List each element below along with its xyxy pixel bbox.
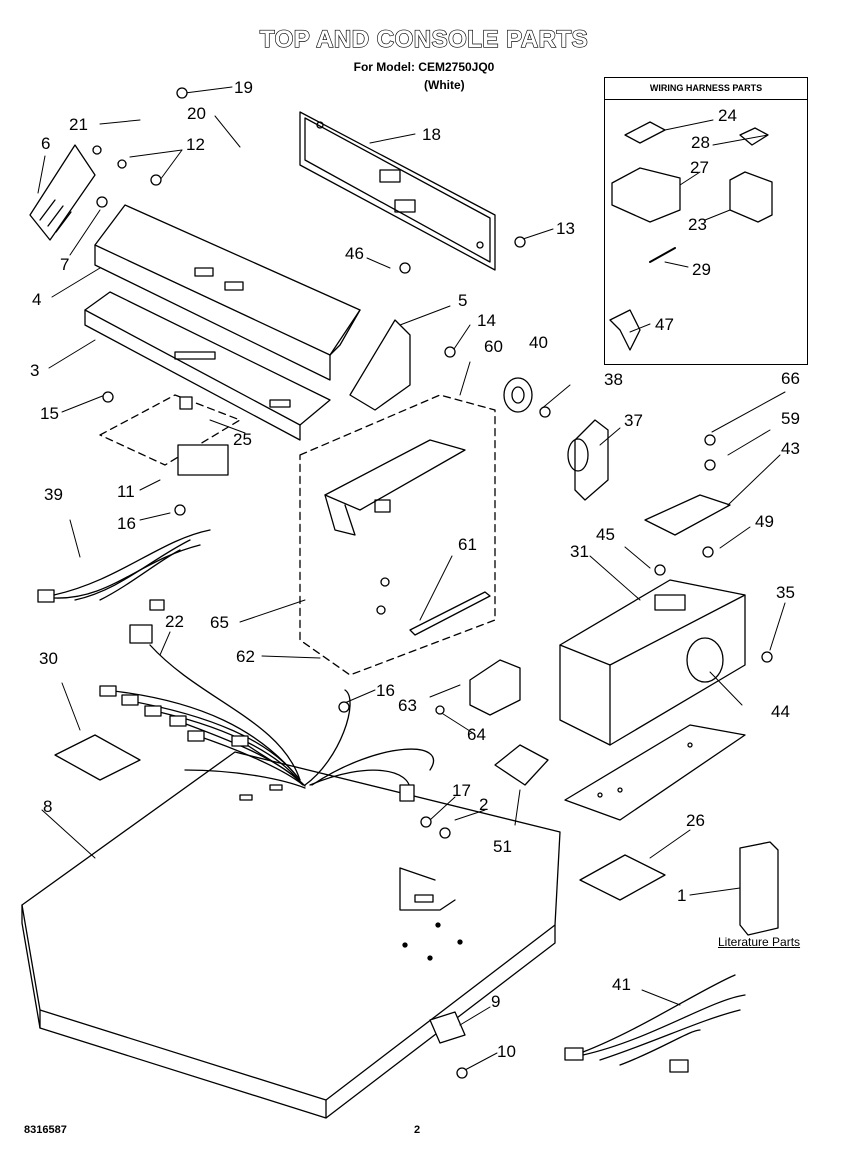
top-cover bbox=[21, 751, 561, 1119]
wiring-harness-title: WIRING HARNESS PARTS bbox=[605, 78, 807, 100]
callout-59: 59 bbox=[781, 409, 800, 428]
callout-6: 6 bbox=[41, 134, 51, 153]
callout-22: 22 bbox=[165, 612, 184, 631]
callout-10: 10 bbox=[497, 1042, 516, 1061]
callout-16-lower: 16 bbox=[376, 681, 395, 700]
fasteners bbox=[92, 87, 773, 1079]
end-cap-left bbox=[29, 144, 96, 241]
callout-7: 7 bbox=[60, 255, 70, 274]
callout-30: 30 bbox=[39, 649, 58, 668]
callout-25: 25 bbox=[233, 430, 252, 449]
callout-45: 45 bbox=[596, 525, 615, 544]
callout-1: 1 bbox=[677, 886, 687, 905]
end-cap-right bbox=[349, 319, 411, 411]
bracket-43 bbox=[644, 494, 731, 536]
callout-64: 64 bbox=[467, 725, 486, 744]
callout-60: 60 bbox=[484, 337, 503, 356]
callout-12: 12 bbox=[186, 135, 205, 154]
leader-lines bbox=[37, 86, 786, 1071]
callout-29: 29 bbox=[692, 260, 711, 279]
callout-31: 31 bbox=[570, 542, 589, 561]
console-cabinet bbox=[559, 579, 746, 746]
callout-44: 44 bbox=[771, 702, 790, 721]
callout-40: 40 bbox=[529, 333, 548, 352]
console-front-panel bbox=[94, 204, 361, 381]
color-note: (White) bbox=[424, 78, 465, 92]
callout-15: 15 bbox=[40, 404, 59, 423]
page-title: TOP AND CONSOLE PARTS bbox=[259, 25, 589, 53]
callout-24: 24 bbox=[718, 106, 737, 125]
pad-26 bbox=[579, 854, 666, 901]
callout-21: 21 bbox=[69, 115, 88, 134]
bracket-9 bbox=[429, 1011, 466, 1044]
callout-43: 43 bbox=[781, 439, 800, 458]
console-base bbox=[84, 291, 331, 441]
callout-20: 20 bbox=[187, 104, 206, 123]
callout-49: 49 bbox=[755, 512, 774, 531]
callout-23: 23 bbox=[688, 215, 707, 234]
callout-35: 35 bbox=[776, 583, 795, 602]
document-number: 8316587 bbox=[24, 1124, 67, 1136]
callout-17: 17 bbox=[452, 781, 471, 800]
callout-3: 3 bbox=[30, 361, 40, 380]
callout-38: 38 bbox=[604, 370, 623, 389]
callout-65: 65 bbox=[210, 613, 229, 632]
callout-13: 13 bbox=[556, 219, 575, 238]
callout-18: 18 bbox=[422, 125, 441, 144]
callout-41: 41 bbox=[612, 975, 631, 994]
callout-63: 63 bbox=[398, 696, 417, 715]
timer-motor bbox=[567, 419, 609, 501]
callout-2: 2 bbox=[479, 795, 489, 814]
literature-booklet bbox=[739, 841, 779, 936]
callout-8: 8 bbox=[43, 797, 53, 816]
wiring-harness-box: WIRING HARNESS PARTS bbox=[604, 77, 808, 365]
callout-19: 19 bbox=[234, 78, 253, 97]
harness-41 bbox=[564, 974, 746, 1073]
callout-11: 11 bbox=[117, 482, 135, 501]
callout-39: 39 bbox=[44, 485, 63, 504]
callout-47: 47 bbox=[655, 315, 674, 334]
cup-51 bbox=[494, 744, 549, 786]
callout-61: 61 bbox=[458, 535, 477, 554]
callout-28: 28 bbox=[691, 133, 710, 152]
control-mounting-group bbox=[299, 394, 496, 676]
callout-26: 26 bbox=[686, 811, 705, 830]
callout-14: 14 bbox=[477, 311, 496, 330]
callout-46: 46 bbox=[345, 244, 364, 263]
callout-37: 37 bbox=[624, 411, 643, 430]
rod-61 bbox=[409, 591, 491, 636]
callout-9: 9 bbox=[491, 992, 501, 1011]
callout-5: 5 bbox=[458, 291, 468, 310]
callout-4: 4 bbox=[32, 290, 42, 309]
console-back-panel bbox=[299, 111, 496, 271]
solenoid bbox=[469, 659, 521, 716]
callout-66: 66 bbox=[781, 369, 800, 388]
timer-knob bbox=[503, 377, 533, 413]
callout-62: 62 bbox=[236, 647, 255, 666]
main-wire-harness bbox=[99, 624, 434, 802]
harness-connectors bbox=[609, 121, 773, 351]
literature-parts-label: Literature Parts bbox=[718, 935, 801, 949]
control-assembly bbox=[324, 439, 466, 536]
mounting-bracket bbox=[564, 724, 746, 821]
page-number: 2 bbox=[414, 1124, 421, 1136]
pad-30 bbox=[54, 734, 141, 781]
model-subtitle: For Model: CEM2750JQ0 bbox=[353, 60, 495, 74]
callout-27: 27 bbox=[690, 158, 709, 177]
callout-16: 16 bbox=[117, 514, 136, 533]
callout-51: 51 bbox=[493, 837, 512, 856]
harness-39 bbox=[37, 529, 211, 611]
switch-group bbox=[99, 394, 241, 476]
